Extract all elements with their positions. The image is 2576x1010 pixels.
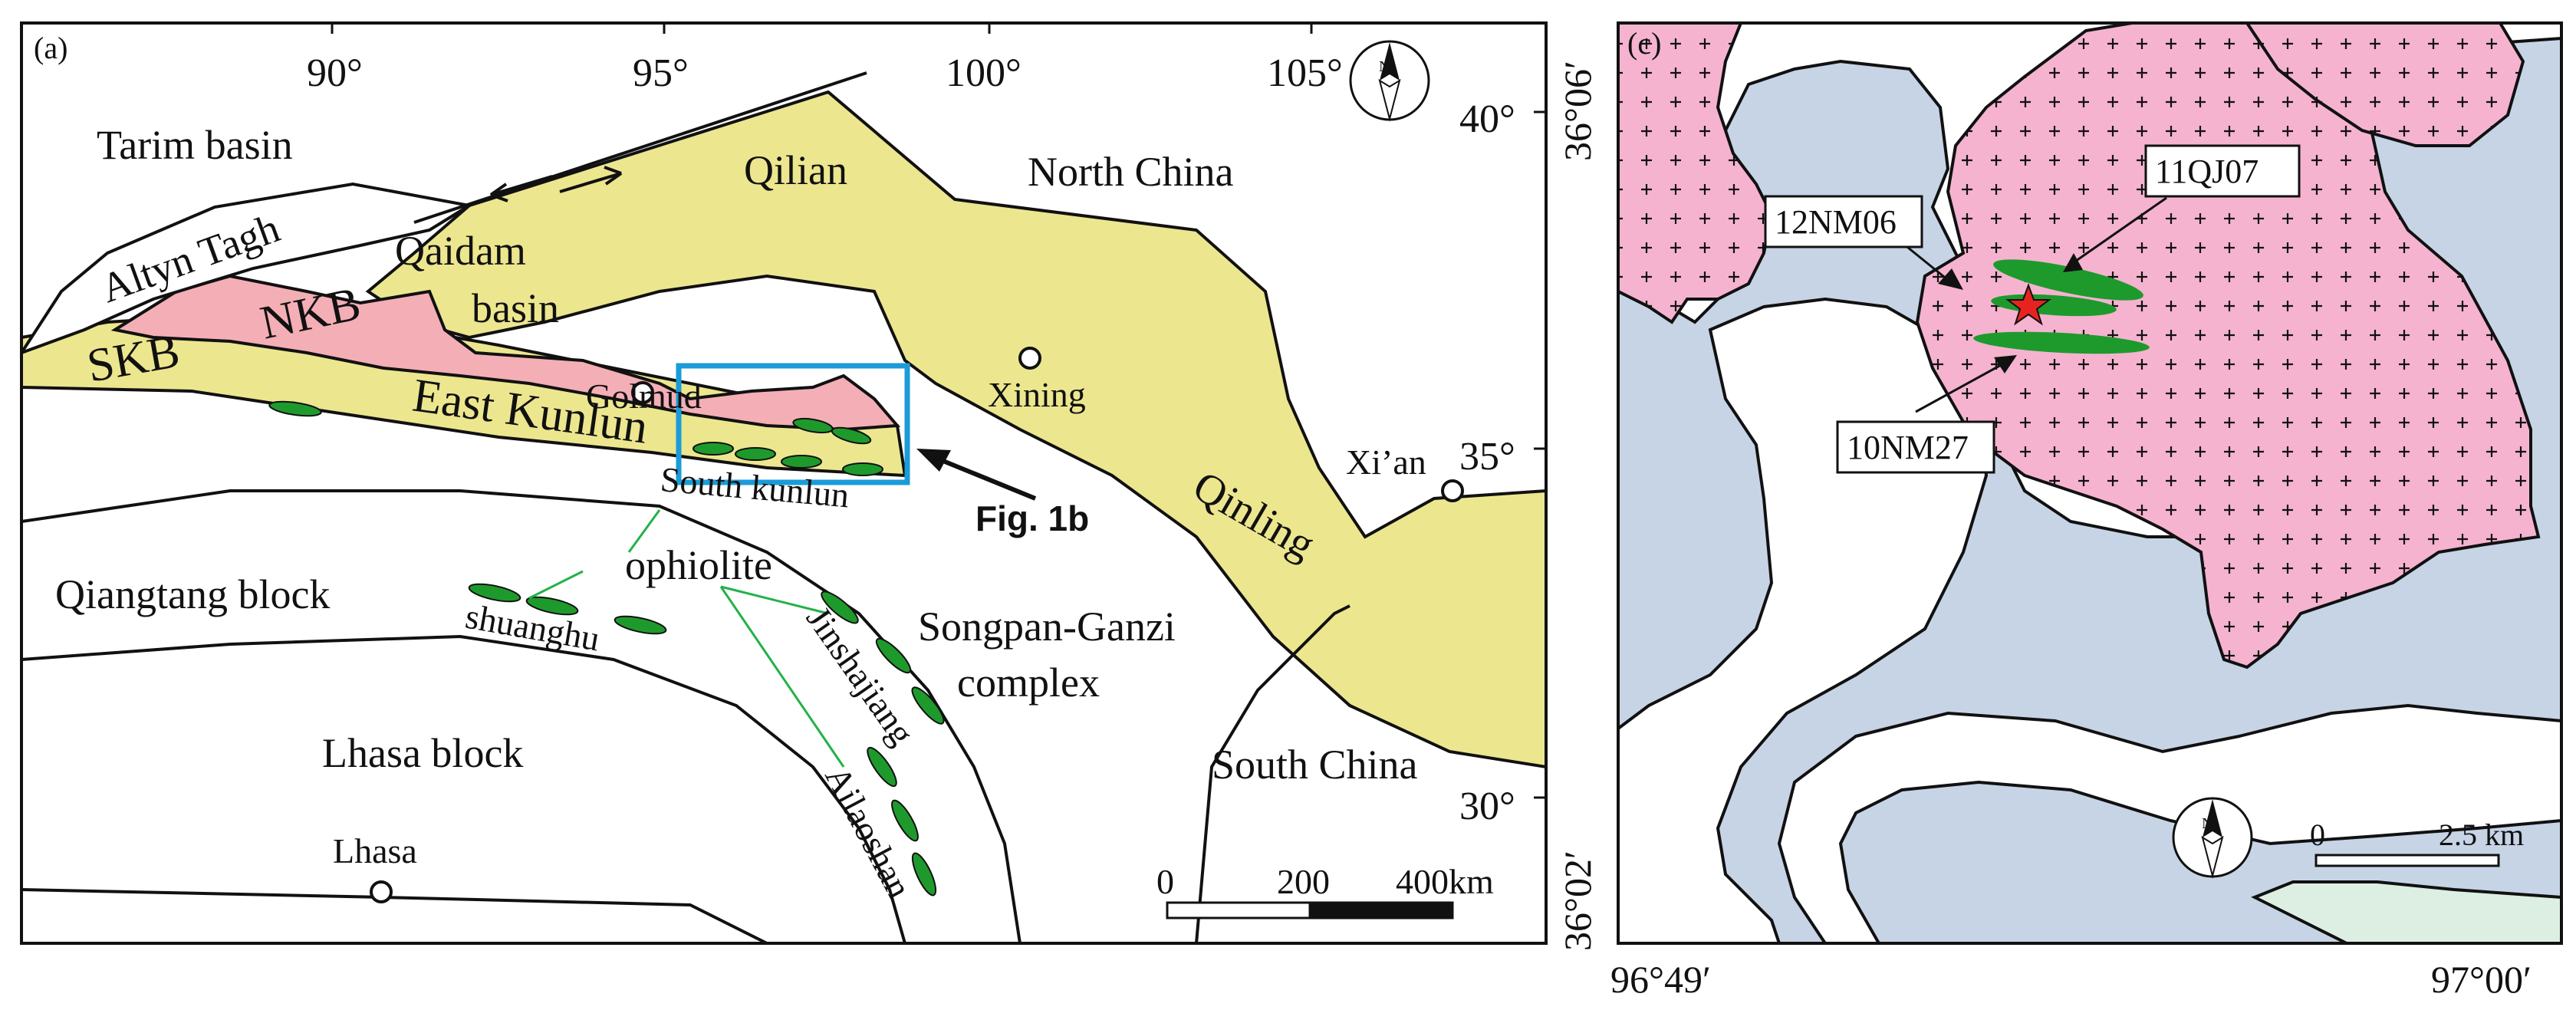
north-letter-c: N [2202, 815, 2212, 832]
label-north-china: North China [1028, 149, 1234, 195]
ophiolite-lenses [268, 400, 945, 896]
label-xian: Xi’an [1346, 442, 1426, 482]
north-arrow-a [1349, 40, 1430, 122]
label-xining: Xining [988, 375, 1086, 414]
panel-c-frame [1617, 21, 2563, 945]
lon-100: 100° [946, 51, 1022, 95]
pale-green-zone [2251, 880, 2561, 943]
lat-35: 35° [1459, 435, 1515, 479]
label-tarim: Tarim basin [97, 122, 293, 168]
city-golmud-marker [631, 381, 654, 404]
granite-body-west [1618, 23, 1774, 324]
qilian-qinling-belt [365, 90, 1546, 769]
label-songpan: Songpan-Ganzi [918, 604, 1176, 650]
sample-location-star [2005, 283, 2051, 326]
fig-1b-frame [676, 363, 910, 485]
lon-97-00: 97°00′ [2431, 958, 2532, 1001]
sample-label-12nm06: 12NM06 [1775, 203, 1897, 241]
altyn-tagh-belt [21, 182, 474, 355]
panel-c-label: (c) [1627, 26, 1661, 61]
scale-c-zero: 0 [2310, 818, 2325, 852]
scale-a-mid: 200 [1277, 862, 1330, 901]
granite-body-north [2245, 23, 2525, 147]
city-lhasa-marker [370, 880, 393, 903]
sample-label-10nm27: 10NM27 [1847, 429, 1969, 466]
north-letter-a: N [1379, 58, 1390, 75]
label-qilian: Qilian [744, 147, 847, 193]
label-qaidam: Qaidam [395, 228, 526, 274]
nkb-belt [110, 274, 901, 432]
city-xian-marker [1441, 479, 1464, 502]
sample-box-10nm27 [1836, 420, 1995, 474]
label-songpan-complex: complex [957, 660, 1100, 706]
panel-a: (a) 90° 95° 100° 105° 40° 35° 30° N Tari… [20, 21, 1548, 945]
lat-36-06: 36°06′ [1556, 61, 1599, 161]
label-golmud: Golmud [586, 377, 702, 416]
panel-a-frame [20, 21, 1548, 945]
lat-30: 30° [1459, 785, 1515, 828]
label-south-china: South China [1212, 742, 1418, 788]
scale-c-end: 2.5 km [2439, 818, 2524, 852]
lat-36-02: 36°02′ [1556, 850, 1599, 951]
lat-40: 40° [1459, 97, 1515, 141]
label-fig-1b: Fig. 1b [975, 498, 1089, 538]
label-ophiolite: ophiolite [625, 542, 772, 588]
panel-a-label: (a) [34, 31, 67, 65]
scale-a-zero: 0 [1156, 862, 1174, 901]
scale-bar-a [1166, 901, 1454, 920]
scale-a-end: 400km [1396, 862, 1494, 901]
lon-105: 105° [1267, 51, 1343, 95]
north-arrow-c [2172, 797, 2253, 879]
sample-box-11qj07 [2144, 144, 2301, 198]
label-lhasa: Lhasa [333, 831, 417, 870]
lon-90: 90° [307, 51, 363, 95]
lon-95: 95° [633, 51, 689, 95]
panel-c: (c) 36°06′ 36°02′ 96°49′ 97°00′ 12NM06 1… [1556, 21, 2563, 1001]
label-lhasa-block: Lhasa block [322, 730, 523, 776]
sample-label-11qj07: 11QJ07 [2155, 153, 2259, 190]
sample-box-12nm06 [1764, 195, 1923, 248]
city-xining-marker [1018, 347, 1041, 370]
scale-bar-c [2314, 854, 2500, 867]
lon-96-49: 96°49′ [1610, 958, 1711, 1001]
label-qiangtang: Qiangtang block [55, 571, 330, 617]
label-qaidam-basin: basin [472, 285, 559, 331]
granite-body-main [1915, 23, 2541, 669]
